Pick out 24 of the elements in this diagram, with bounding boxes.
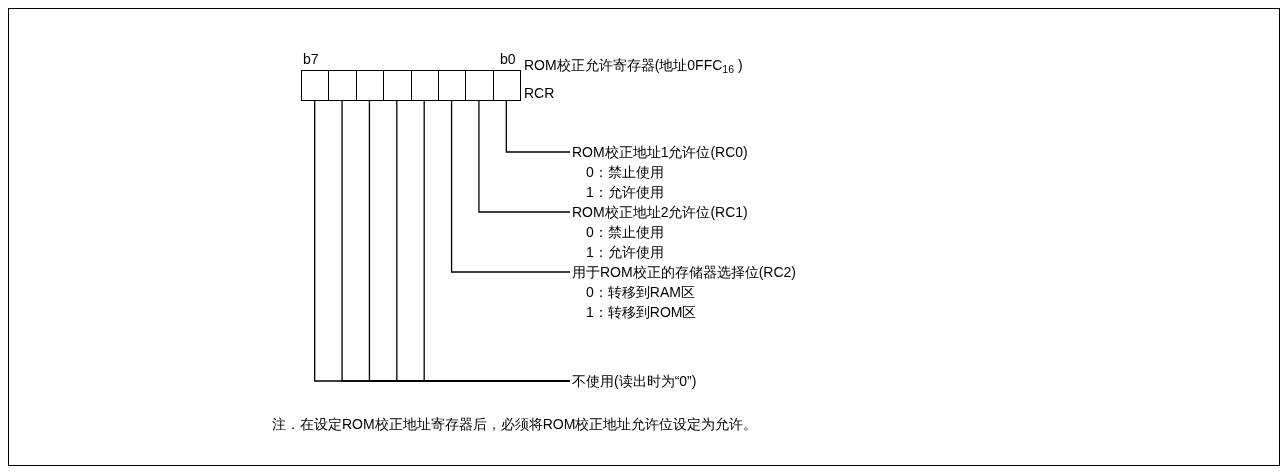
bit-value-option: 0：转移到RAM区 bbox=[586, 283, 796, 301]
bit-name: ROM校正地址2允许位(RC1) bbox=[572, 203, 748, 221]
bit-label: b7 bbox=[303, 51, 319, 67]
register-symbol: RCR bbox=[524, 84, 555, 102]
bit-name: ROM校正地址1允许位(RC0) bbox=[572, 143, 748, 161]
leader-line bbox=[505, 100, 571, 153]
bit-name: 用于ROM校正的存储器选择位(RC2) bbox=[572, 263, 796, 281]
bit-cell bbox=[383, 70, 412, 101]
bit-label: b0 bbox=[500, 51, 516, 67]
bit-cell bbox=[301, 70, 330, 101]
leader-line bbox=[478, 100, 571, 213]
bit-cell bbox=[410, 70, 439, 101]
bit-cell bbox=[328, 70, 357, 101]
bit-cell bbox=[492, 70, 521, 101]
bit-cell bbox=[465, 70, 494, 101]
bit-value-option: 0：禁止使用 bbox=[586, 223, 748, 241]
bit-value-option: 1：转移到ROM区 bbox=[586, 303, 796, 321]
bit-value-option: 1：允许使用 bbox=[586, 183, 748, 201]
note-text: 注．在设定ROM校正地址寄存器后，必须将ROM校正地址允许位设定为允许。 bbox=[272, 415, 758, 433]
leader-line bbox=[450, 100, 571, 273]
bit-value-option: 0：禁止使用 bbox=[586, 163, 748, 181]
bit-name: 不使用(读出时为“0”) bbox=[572, 372, 697, 390]
register-name: ROM校正允许寄存器(地址0FFC$_{16}$ ) bbox=[524, 56, 743, 74]
bit-value-option: 1：允许使用 bbox=[586, 243, 748, 261]
